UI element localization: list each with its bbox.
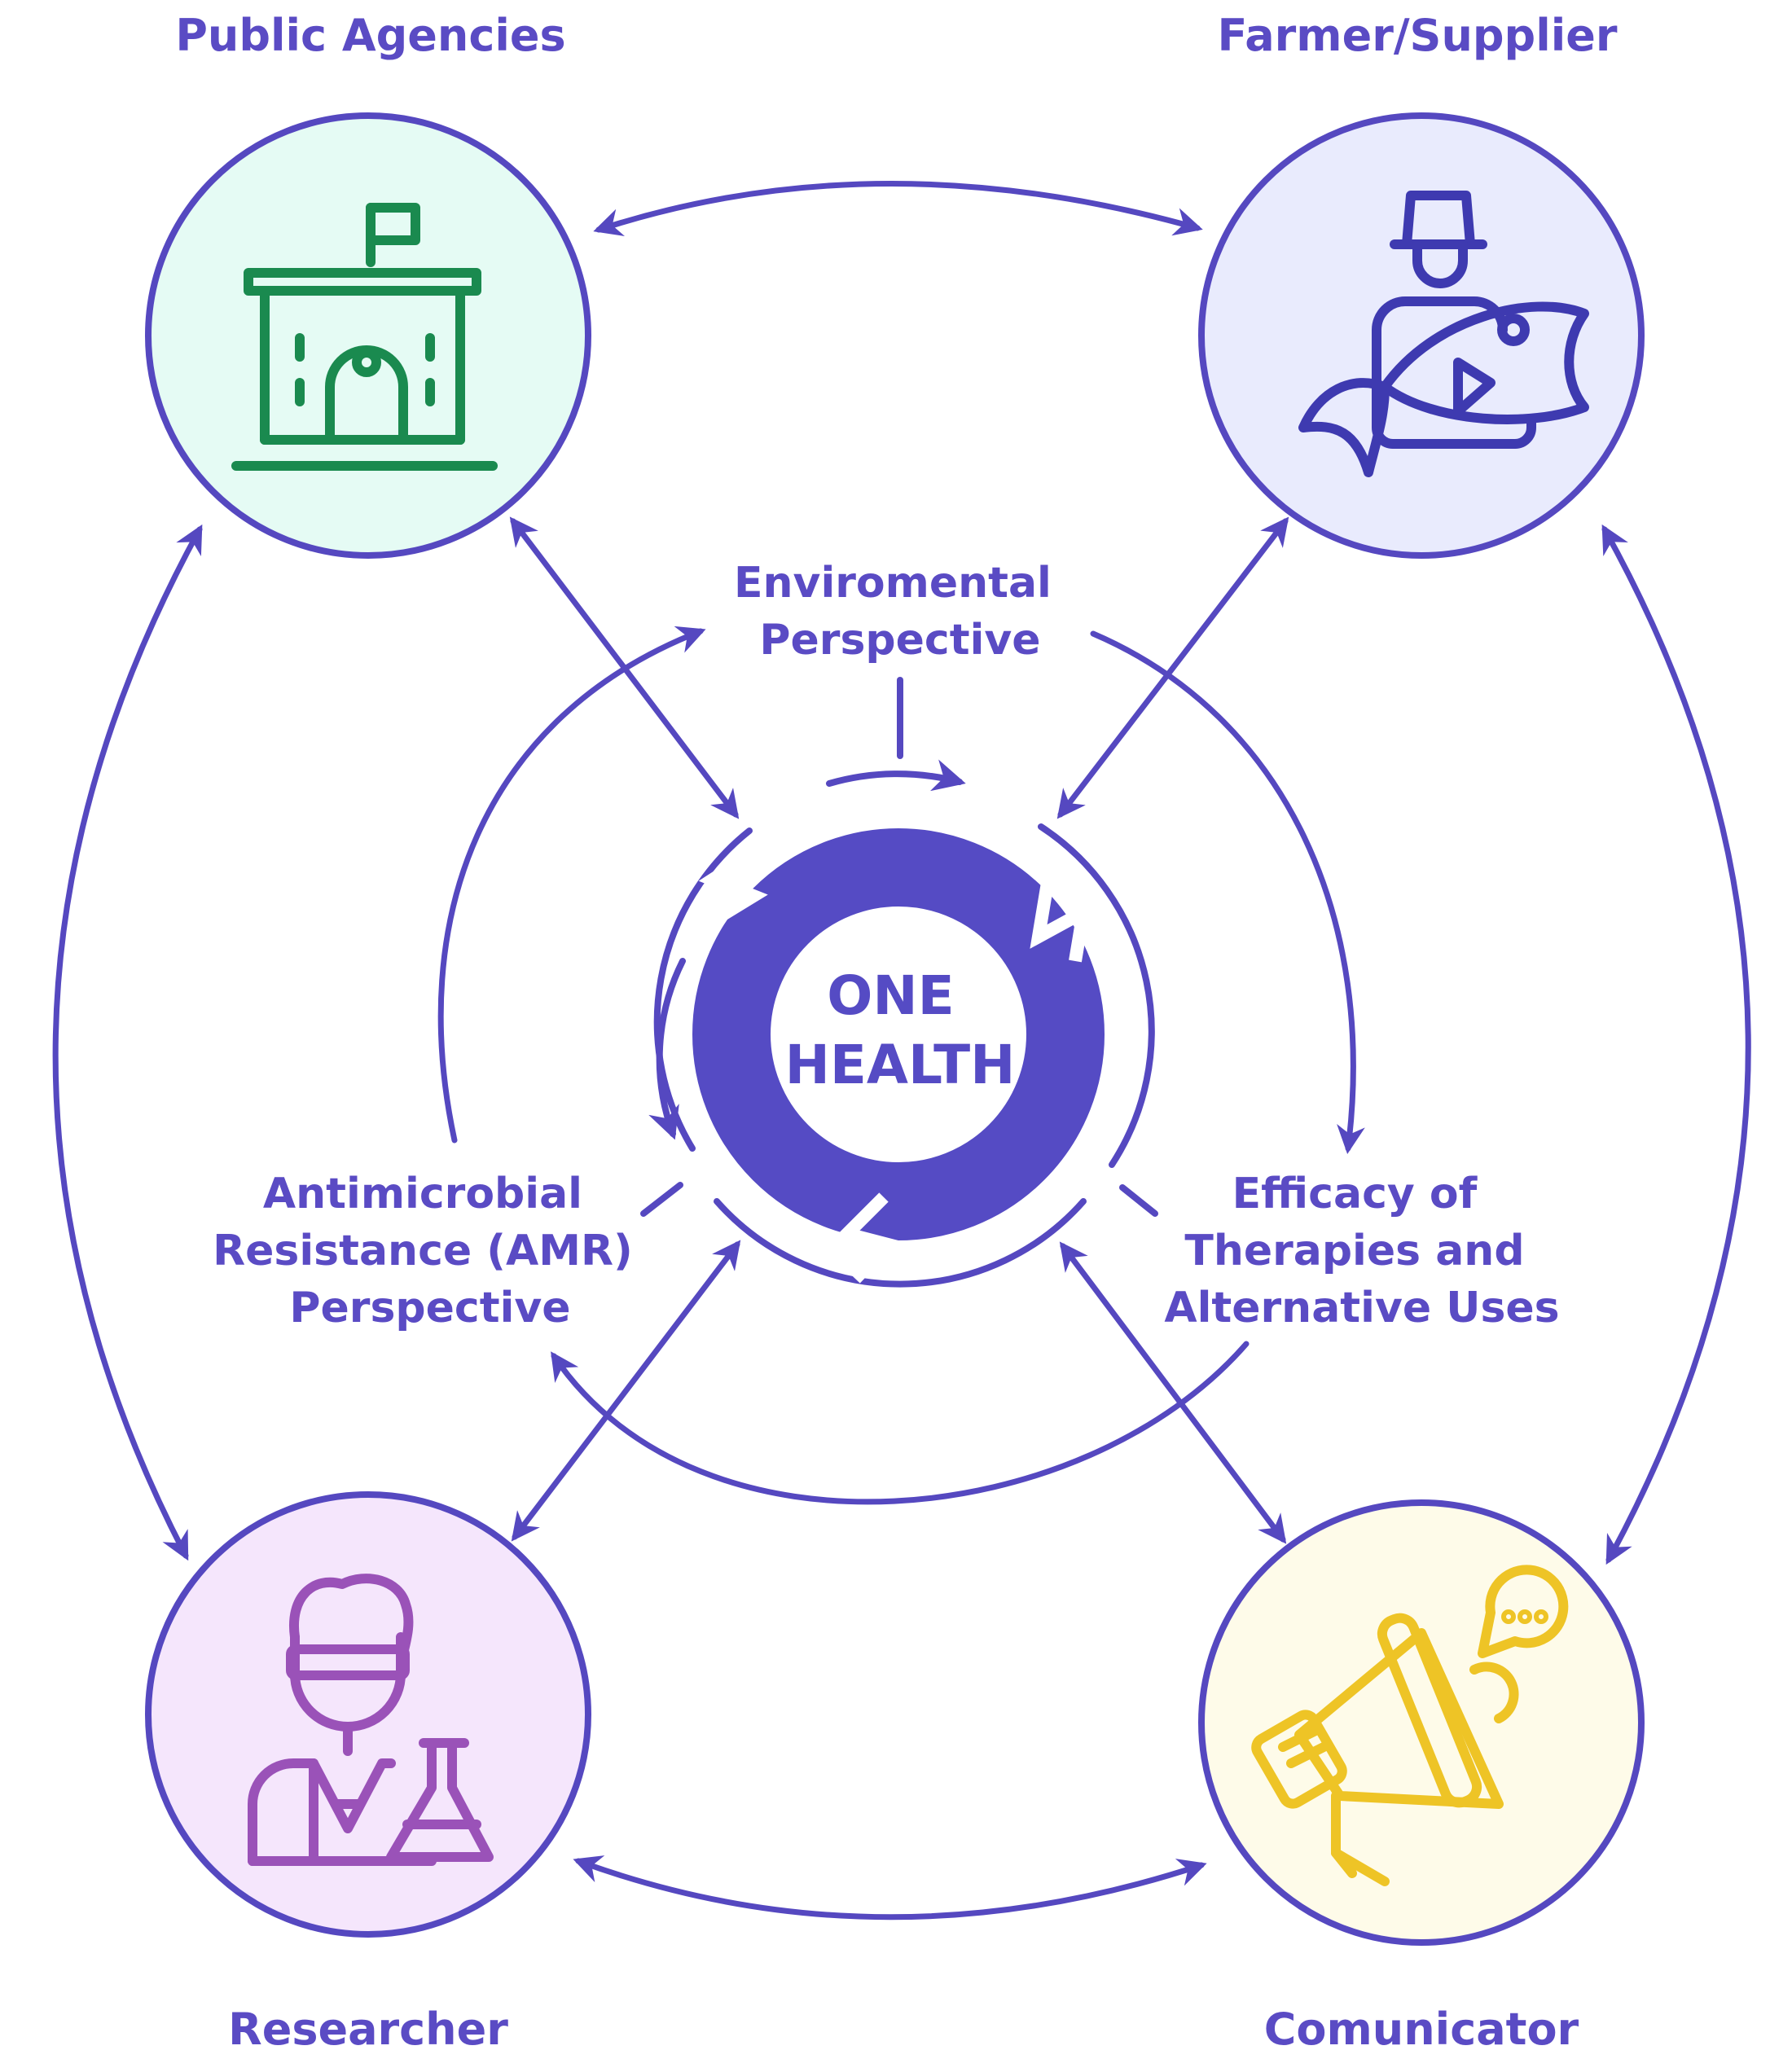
arrow-farmer-comunicator <box>1601 524 1751 1565</box>
arrow-comunicator-center <box>1059 1241 1287 1544</box>
amr-tick <box>640 1182 683 1217</box>
environmental-label: Enviromental Perspective <box>734 559 1066 665</box>
public-agencies-node <box>145 112 591 559</box>
center-outer-ring-top <box>826 759 966 792</box>
center-cycle-arrow-left <box>648 958 686 1140</box>
arrow-farmer-center <box>1056 516 1289 819</box>
one-health-hub: ONE HEALTH <box>648 759 1155 1288</box>
donut-crack-bottom <box>834 1192 901 1284</box>
center-donut <box>692 828 1105 1240</box>
donut-crack-top-right <box>1030 862 1092 963</box>
farmer-supplier-title: Farmer/Supplier <box>1218 10 1618 61</box>
efficacy-tick <box>1119 1184 1158 1217</box>
researcher-title: Researcher <box>228 2004 508 2055</box>
amr-label: Antimicrobial Resistance (AMR) Perspecti… <box>213 1170 648 1332</box>
arc-amr-to-environmental <box>437 626 706 1144</box>
center-outer-ring-right <box>1038 823 1155 1168</box>
arc-environmental-to-efficacy <box>1090 630 1365 1154</box>
researcher-node <box>145 1491 591 1938</box>
donut-crack-top-left <box>676 829 786 946</box>
farmer-supplier-node <box>1198 112 1645 559</box>
efficacy-label: Efficacy of Therapies and Alternative Us… <box>1164 1170 1559 1332</box>
megaphone-icon <box>1251 1565 1569 1886</box>
government-building-icon <box>231 203 498 471</box>
arrow-agencies-researcher <box>52 524 203 1561</box>
arc-efficacy-to-amr <box>551 1341 1250 1505</box>
scientist-icon <box>248 1574 494 1866</box>
arrow-researcher-center <box>511 1240 741 1542</box>
comunicator-node <box>1198 1499 1645 1946</box>
comunicator-title: Comunicator <box>1264 2004 1579 2055</box>
center-text: ONE HEALTH <box>785 964 1016 1096</box>
fish-farmer-icon <box>1298 191 1589 477</box>
center-outer-ring-left <box>653 827 753 1152</box>
researcher-circle <box>145 1491 591 1938</box>
center-outer-ring-bottom <box>714 1198 1087 1288</box>
public-agencies-title: Public Agencies <box>175 10 565 61</box>
arrow-agencies-farmer <box>593 181 1203 237</box>
arrow-researcher-comunicator <box>573 1855 1207 1921</box>
public-agencies-circle <box>145 112 591 559</box>
farmer-supplier-circle <box>1198 112 1645 559</box>
